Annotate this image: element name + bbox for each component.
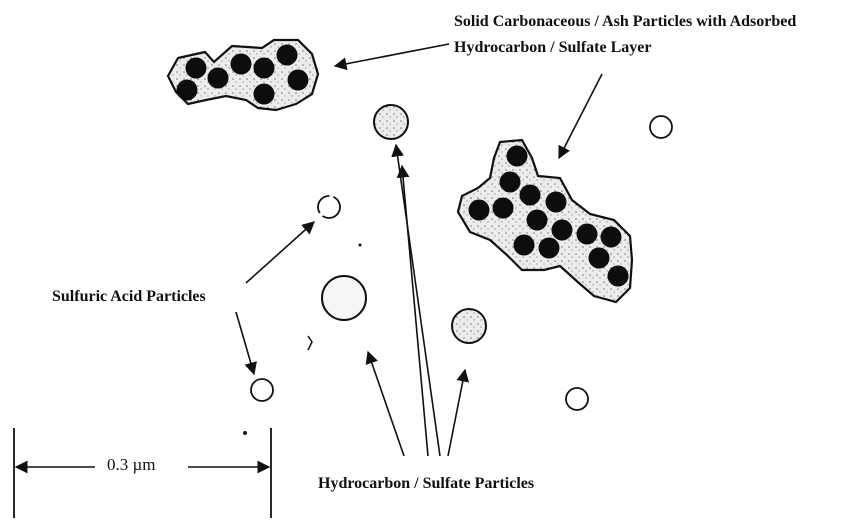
carbon-core bbox=[589, 248, 610, 269]
arrow-hydrocarbon-4 bbox=[448, 370, 465, 456]
carbon-core bbox=[493, 198, 514, 219]
carbon-core bbox=[539, 238, 560, 259]
carbon-cluster-large bbox=[458, 140, 632, 302]
carbon-core bbox=[527, 210, 548, 231]
arrow-sulfuric-down bbox=[236, 312, 254, 374]
carbon-core bbox=[552, 220, 573, 241]
arrow-hydrocarbon-3 bbox=[396, 145, 440, 456]
label-sulfuric-acid: Sulfuric Acid Particles bbox=[52, 287, 206, 307]
label-hydrocarbon-sulfate: Hydrocarbon / Sulfate Particles bbox=[318, 474, 534, 494]
clear-particle bbox=[650, 116, 672, 138]
label-adsorbed-line1: Solid Carbonaceous / Ash Particles with … bbox=[454, 12, 796, 32]
carbon-core bbox=[288, 70, 309, 91]
carbon-core bbox=[608, 266, 629, 287]
carbon-core bbox=[507, 146, 528, 167]
label-adsorbed-line2: Hydrocarbon / Sulfate Layer bbox=[454, 38, 651, 58]
carbon-cluster-small bbox=[168, 40, 318, 110]
clear-particle bbox=[566, 388, 588, 410]
carbon-core bbox=[577, 224, 598, 245]
carbon-core bbox=[514, 235, 535, 256]
carbon-core bbox=[186, 58, 207, 79]
carbon-core bbox=[500, 172, 521, 193]
speck bbox=[308, 336, 312, 350]
arrow-to-large-cluster bbox=[559, 74, 602, 158]
sulfuric-acid-particle bbox=[318, 196, 340, 218]
hydrocarbon-particle bbox=[452, 309, 486, 343]
arrow-hydrocarbon-1 bbox=[368, 352, 404, 456]
carbon-core bbox=[520, 185, 541, 206]
arrow-sulfuric-up bbox=[246, 222, 314, 283]
speck bbox=[243, 431, 247, 435]
carbon-core bbox=[546, 192, 567, 213]
carbon-core bbox=[208, 68, 229, 89]
carbon-core bbox=[601, 227, 622, 248]
hydrocarbon-particle bbox=[322, 276, 366, 320]
carbon-core bbox=[277, 45, 298, 66]
carbon-core bbox=[231, 54, 252, 75]
carbon-core bbox=[177, 80, 198, 101]
sulfuric-acid-particle bbox=[251, 379, 273, 401]
arrow-to-small-cluster bbox=[335, 44, 449, 66]
hydrocarbon-particle bbox=[374, 105, 408, 139]
carbon-core bbox=[469, 200, 490, 221]
speck bbox=[359, 244, 362, 247]
scale-label: 0.3 µm bbox=[107, 455, 156, 475]
carbon-core bbox=[254, 58, 275, 79]
carbon-core bbox=[254, 84, 275, 105]
